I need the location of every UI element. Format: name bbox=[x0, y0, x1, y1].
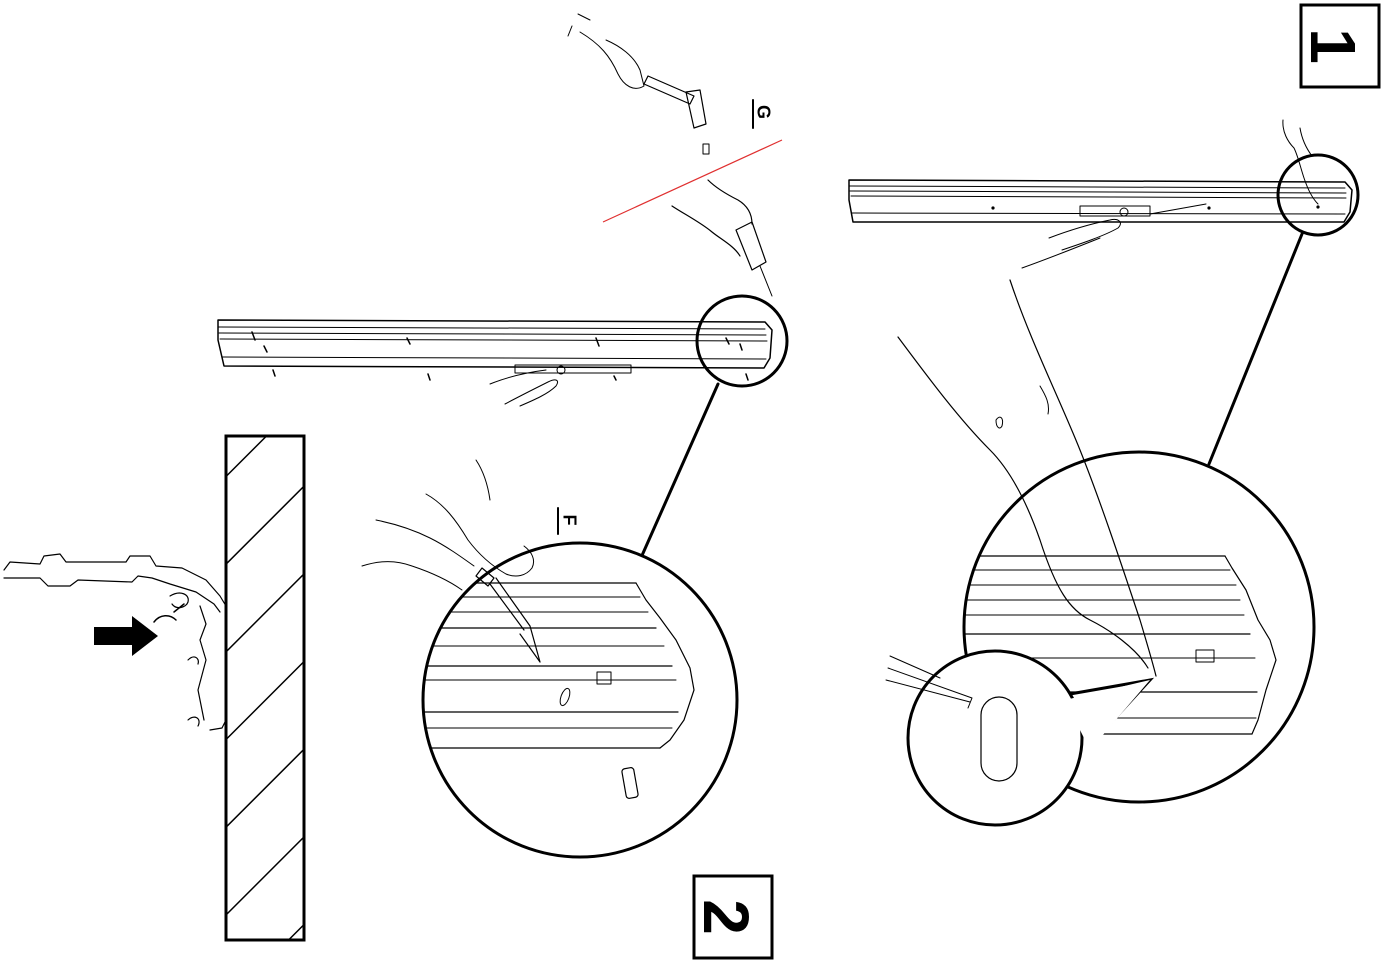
hammer-icon bbox=[567, 13, 710, 155]
part-label-g: G bbox=[753, 105, 773, 119]
step-2-magnify-ring-small bbox=[695, 294, 789, 388]
part-label-f: F bbox=[559, 515, 579, 526]
step-2-rail bbox=[217, 319, 773, 381]
hand-icon bbox=[489, 369, 559, 407]
step-1-hole-callout bbox=[885, 649, 1155, 827]
tool-divider-line bbox=[602, 139, 783, 223]
drill-icon bbox=[671, 179, 773, 297]
screwdriver-icon bbox=[475, 567, 541, 663]
step-2-detail-circle bbox=[421, 541, 739, 859]
step-1-badge: 1 bbox=[1297, 3, 1381, 89]
step-2-number: 2 bbox=[690, 899, 762, 935]
arrow-right-icon bbox=[94, 616, 158, 656]
step-2-badge: 2 bbox=[690, 874, 774, 960]
step-1-rail bbox=[848, 179, 1353, 223]
profile-cross-section bbox=[3, 553, 227, 731]
hand-icon bbox=[1021, 119, 1319, 269]
step-1-number: 1 bbox=[1297, 28, 1369, 64]
hand-icon bbox=[897, 279, 1157, 677]
hand-icon bbox=[361, 459, 535, 591]
wall-icon bbox=[224, 434, 306, 942]
step-1-magnify-ring-small bbox=[1276, 153, 1360, 237]
